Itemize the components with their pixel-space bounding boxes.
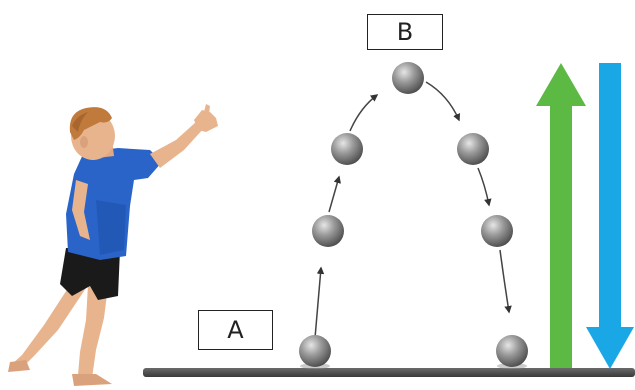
trajectory-segment bbox=[478, 168, 489, 205]
ball bbox=[331, 133, 363, 165]
child-front-leg bbox=[78, 285, 108, 378]
label-position-a: A bbox=[198, 310, 273, 350]
trajectory-segment bbox=[329, 177, 339, 212]
up-arrow-icon bbox=[536, 63, 586, 368]
trajectory-segment bbox=[500, 250, 509, 312]
child-figure bbox=[8, 104, 218, 386]
ball bbox=[312, 215, 344, 247]
trajectory-segment bbox=[350, 95, 377, 131]
child-back-leg bbox=[12, 282, 86, 368]
ball bbox=[481, 215, 513, 247]
ground-bar bbox=[143, 368, 635, 377]
trajectory-segment bbox=[426, 82, 459, 120]
balls bbox=[299, 62, 528, 369]
ball bbox=[457, 133, 489, 165]
label-position-b: B bbox=[367, 14, 443, 50]
down-arrow-icon bbox=[586, 63, 634, 369]
child-hand bbox=[194, 110, 218, 132]
trajectory-arrows bbox=[315, 82, 509, 338]
ball bbox=[299, 335, 331, 367]
ball bbox=[392, 62, 424, 94]
child-throwing-arm bbox=[150, 122, 204, 168]
trajectory-segment bbox=[315, 268, 321, 338]
ball bbox=[496, 335, 528, 367]
